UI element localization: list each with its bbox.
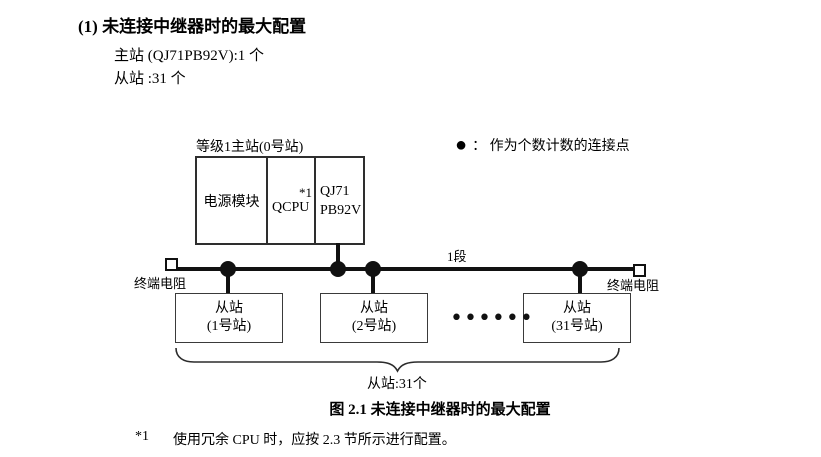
master-count-line: 主站 (QJ71PB92V):1 个 bbox=[114, 48, 265, 64]
slave-name: 从站 bbox=[360, 301, 388, 316]
slave-station-number: (31号站) bbox=[551, 319, 603, 334]
terminator-label-left: 终端电阻 bbox=[134, 276, 187, 291]
legend: ● ： 作为个数计数的连接点 bbox=[455, 135, 630, 155]
module-name-line2: PB92V bbox=[320, 202, 362, 218]
slave-station-box-1: 从站 (1号站) bbox=[175, 293, 283, 343]
master-station-label: 等级1主站(0号站) bbox=[196, 140, 304, 155]
qj71pb92v-cell: QJ71 PB92V bbox=[316, 158, 363, 243]
figure-caption: 图 2.1 未连接中继器时的最大配置 bbox=[329, 402, 551, 418]
drop-line-master bbox=[336, 243, 340, 269]
connection-dot-slave2 bbox=[365, 261, 381, 277]
footnote-text: 使用冗余 CPU 时，应按 2.3 节所示进行配置。 bbox=[173, 433, 456, 448]
slave-name: 从站 bbox=[563, 301, 591, 316]
slave-station-box-2: 从站 (2号站) bbox=[320, 293, 428, 343]
qcpu-label: QCPU bbox=[272, 199, 310, 215]
slave-count-line: 从站 :31 个 bbox=[114, 71, 186, 87]
drop-line-slave31 bbox=[578, 269, 582, 295]
connection-dot-master bbox=[330, 261, 346, 277]
footnote: *1 使用冗余 CPU 时，应按 2.3 节所示进行配置。 bbox=[135, 429, 456, 449]
master-station-box: 电源模块 *1 QCPU QJ71 PB92V bbox=[195, 156, 365, 245]
power-module-cell: 电源模块 bbox=[197, 158, 268, 243]
drop-line-slave1 bbox=[226, 269, 230, 295]
terminator-square-right bbox=[633, 264, 646, 277]
brace-slave-group bbox=[175, 348, 620, 373]
connection-dot-slave1 bbox=[220, 261, 236, 277]
legend-label: ： 作为个数计数的连接点 bbox=[472, 139, 630, 154]
slave-name: 从站 bbox=[215, 301, 243, 316]
slave-station-box-31: 从站 (31号站) bbox=[523, 293, 631, 343]
bus-line bbox=[171, 267, 639, 271]
slave-station-number: (1号站) bbox=[206, 319, 252, 334]
terminator-label-right: 终端电阻 bbox=[607, 278, 660, 293]
ellipsis-dots: •••••• bbox=[450, 305, 534, 331]
qcpu-cell: *1 QCPU bbox=[268, 158, 316, 243]
slave-total-label: 从站:31个 bbox=[367, 377, 427, 392]
footnote-ref-marker: *1 bbox=[299, 184, 312, 200]
segment-label: 1段 bbox=[447, 249, 467, 264]
section-title: (1) 未连接中继器时的最大配置 bbox=[78, 17, 307, 36]
slave-station-number: (2号站) bbox=[351, 319, 397, 334]
footnote-marker: *1 bbox=[135, 429, 149, 444]
drop-line-slave2 bbox=[371, 269, 375, 295]
connection-dot-slave31 bbox=[572, 261, 588, 277]
connection-point-icon: ● bbox=[455, 134, 468, 156]
terminator-square-left bbox=[165, 258, 178, 271]
module-name-line1: QJ71 bbox=[320, 183, 350, 199]
